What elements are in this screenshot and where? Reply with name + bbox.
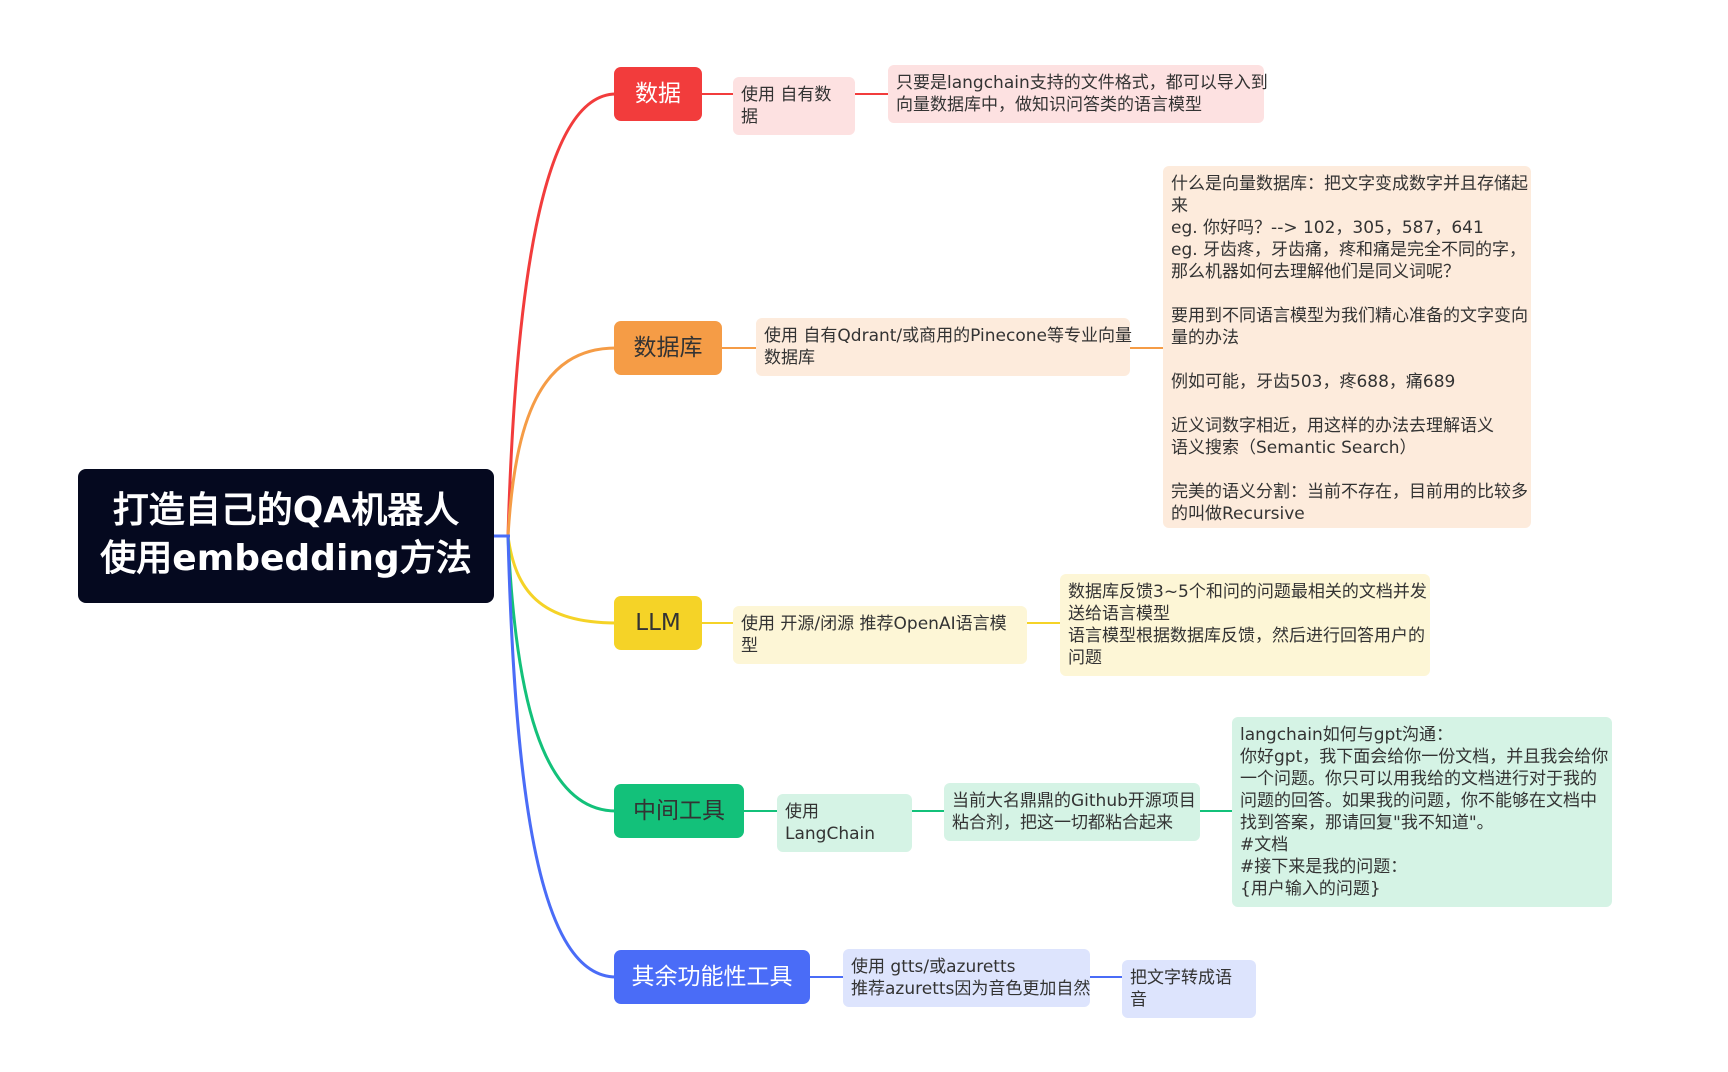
branch-llm-sub[interactable]: 使用 开源/闭源 推荐OpenAI语言模型 (733, 606, 1027, 664)
detail-line: 问题的回答。如果我的问题，你不能够在文档中 (1240, 791, 1597, 811)
detail-line: 问题 (1068, 648, 1102, 668)
sub-line: 粘合剂，把这一切都粘合起来 (952, 813, 1173, 833)
detail-line: eg. 牙齿疼，牙齿痛，疼和痛是完全不同的字， (1171, 240, 1527, 260)
detail-line: 来 (1171, 196, 1188, 216)
connector-root-database (506, 346, 617, 537)
detail-line: langchain如何与gpt沟通： (1240, 725, 1453, 745)
branch-data-detail[interactable]: 只要是langchain支持的文件格式，都可以导入到 向量数据库中，做知识问答类… (888, 65, 1268, 123)
detail-line: 只要是langchain支持的文件格式，都可以导入到 (896, 73, 1268, 93)
sub-line: 使用 自有Qdrant/或商用的Pinecone等专业向量 (764, 326, 1132, 346)
detail-line: 语言模型根据数据库反馈，然后进行回答用户的 (1068, 626, 1425, 646)
detail-line: 数据库反馈3~5个和问的问题最相关的文档并发 (1068, 582, 1427, 602)
detail-line: eg. 你好吗？--> 102，305，587，641 (1171, 218, 1484, 238)
detail-line: 语义搜索（Semantic Search） (1171, 438, 1417, 458)
detail-line (1171, 459, 1523, 481)
detail-line: 要用到不同语言模型为我们精心准备的文字变向 (1171, 306, 1528, 326)
detail-line: 那么机器如何去理解他们是同义词呢？ (1171, 262, 1460, 282)
sub-line: 使用 gtts/或azuretts (851, 957, 1016, 977)
connector-root-tools (506, 535, 617, 979)
detail-line: 近义词数字相近，用这样的办法去理解语义 (1171, 416, 1494, 436)
detail-line: 送给语言模型 (1068, 604, 1170, 624)
detail-line: 向量数据库中，做知识问答类的语言模型 (896, 95, 1202, 115)
branch-tools-sub[interactable]: 使用 gtts/或azuretts 推荐azuretts因为音色更加自然 (843, 949, 1090, 1007)
branch-tools[interactable]: 其余功能性工具 (614, 950, 810, 1004)
branch-middleware-sub[interactable]: 使用 LangChain (777, 794, 912, 852)
branch-database-sub[interactable]: 使用 自有Qdrant/或商用的Pinecone等专业向量 数据库 (756, 318, 1132, 376)
sub-line: 推荐azuretts因为音色更加自然 (851, 979, 1091, 999)
detail-line: #文档 (1240, 835, 1289, 855)
detail-line: #接下来是我的问题： (1240, 857, 1408, 877)
branch-middleware-sub2[interactable]: 当前大名鼎鼎的Github开源项目 粘合剂，把这一切都粘合起来 (944, 783, 1200, 841)
branch-middleware-detail[interactable]: langchain如何与gpt沟通： 你好gpt，我下面会给你一份文档，并且我会… (1232, 717, 1612, 907)
sub-line: 当前大名鼎鼎的Github开源项目 (952, 791, 1196, 811)
detail-line: 的叫做Recursive (1171, 504, 1305, 524)
detail-line: 找到答案，那请回复"我不知道"。 (1240, 813, 1494, 833)
detail-line: 量的办法 (1171, 328, 1239, 348)
connector-root-llm (506, 535, 617, 625)
detail-line: {用户输入的问题} (1240, 879, 1381, 899)
root-topic[interactable]: 打造自己的QA机器人 使用embedding方法 (78, 469, 494, 603)
detail-line (1171, 349, 1523, 371)
branch-database-detail[interactable]: 什么是向量数据库：把文字变成数字并且存储起 来 eg. 你好吗？--> 102，… (1163, 166, 1531, 528)
branch-middleware[interactable]: 中间工具 (614, 784, 744, 838)
detail-line (1171, 393, 1523, 415)
branch-tools-detail[interactable]: 把文字转成语音 (1122, 960, 1256, 1018)
connector-root-data (506, 92, 617, 537)
branch-llm[interactable]: LLM (614, 596, 702, 650)
branch-database[interactable]: 数据库 (614, 321, 722, 375)
connector-root-middleware (506, 535, 617, 813)
sub-line: 数据库 (764, 348, 815, 368)
root-title-line2: 使用embedding方法 (100, 538, 472, 579)
branch-data[interactable]: 数据 (614, 67, 702, 121)
detail-line: 一个问题。你只可以用我给的文档进行对于我的 (1240, 769, 1597, 789)
detail-line: 完美的语义分割：当前不存在，目前用的比较多 (1171, 482, 1528, 502)
detail-line (1171, 283, 1523, 305)
detail-line: 例如可能，牙齿503，疼688，痛689 (1171, 372, 1456, 392)
branch-llm-detail[interactable]: 数据库反馈3~5个和问的问题最相关的文档并发 送给语言模型 语言模型根据数据库反… (1060, 574, 1430, 676)
branch-data-sub[interactable]: 使用 自有数据 (733, 77, 855, 135)
detail-line: 什么是向量数据库：把文字变成数字并且存储起 (1171, 174, 1528, 194)
detail-line: 你好gpt，我下面会给你一份文档，并且我会给你 (1240, 747, 1609, 767)
root-title-line1: 打造自己的QA机器人 (112, 490, 460, 531)
